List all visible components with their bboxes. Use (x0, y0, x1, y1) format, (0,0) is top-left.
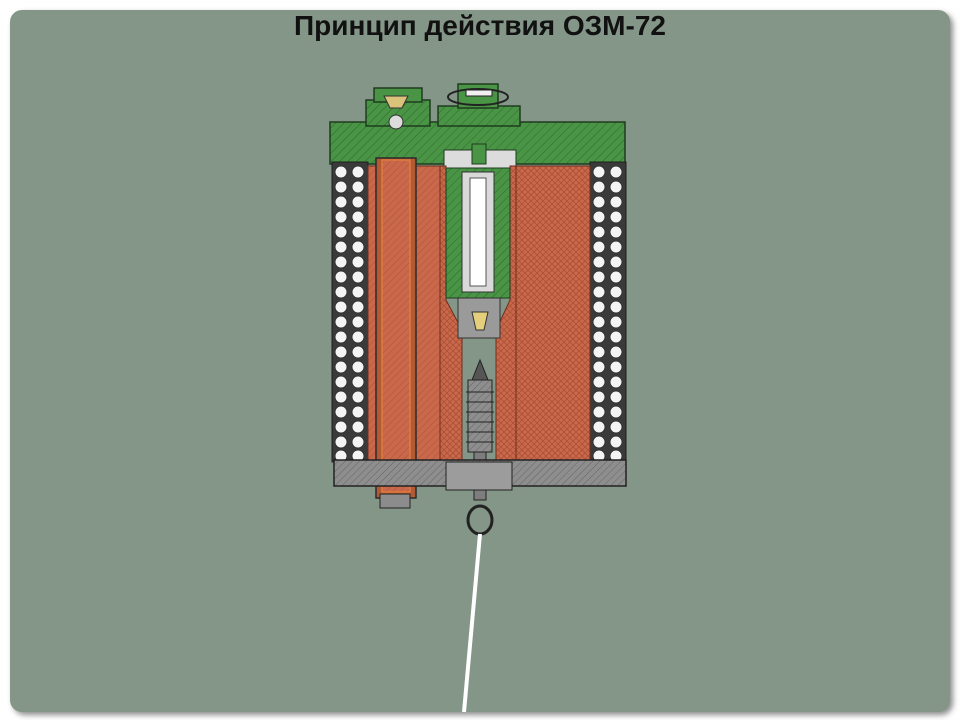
housing-lid (329, 83, 626, 169)
detonator-cap-left (383, 95, 409, 130)
fragment-balls-left (331, 161, 369, 463)
fragment-balls-right (589, 161, 627, 463)
igniter-primer (457, 297, 501, 339)
pull-ring (466, 504, 494, 536)
detonator-tube-left (375, 157, 417, 509)
safety-ring-top (447, 88, 509, 106)
slide-title: Принцип действия ОЗМ-72 (294, 10, 666, 41)
housing-base (333, 459, 627, 491)
tripwire-cord (462, 533, 482, 713)
expelling-charge-cylinder (445, 143, 511, 299)
